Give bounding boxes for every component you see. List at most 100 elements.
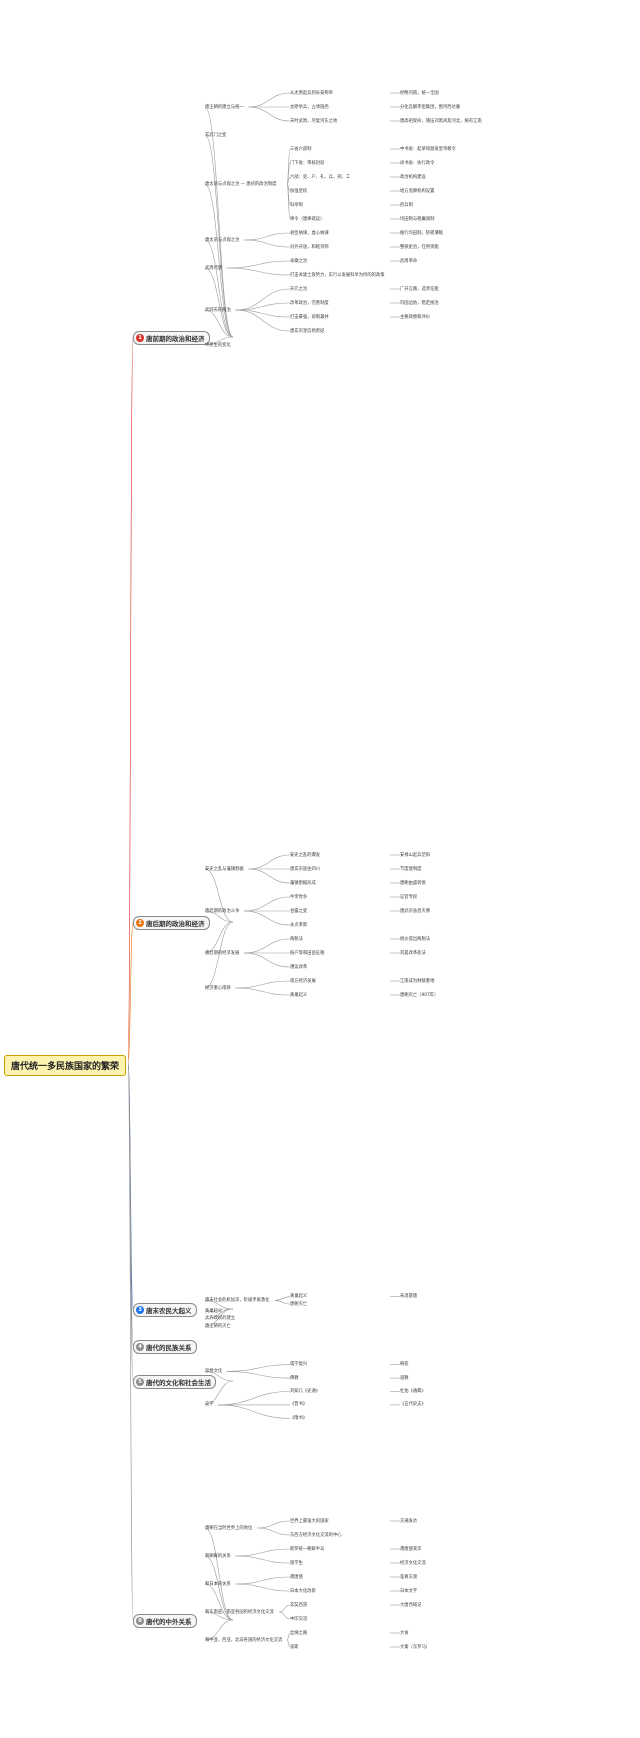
topic-node[interactable]: 唐后期的经济发展	[205, 950, 240, 956]
subtopic-node[interactable]: 波斯	[290, 1644, 299, 1650]
subtopic-node[interactable]: 加强皇权	[290, 188, 308, 194]
subtopic-node[interactable]: 经略河南，统一全国	[400, 90, 439, 96]
subtopic-node[interactable]: 府兵制	[400, 202, 413, 208]
subtopic-node[interactable]: 中书省：起草和颁发皇帝敕令	[400, 146, 456, 152]
subtopic-node[interactable]: 刘晏改革盐法	[400, 950, 426, 956]
subtopic-node[interactable]: 韩愈	[400, 1362, 409, 1368]
subtopic-node[interactable]: 朱温篡唐	[400, 1294, 418, 1300]
subtopic-node[interactable]: 《晋书》	[290, 1402, 308, 1408]
topic-node[interactable]: 武周代唐	[205, 265, 223, 271]
subtopic-node[interactable]: 《隋书》	[290, 1415, 308, 1421]
subtopic-node[interactable]: 宦官专权	[400, 894, 418, 900]
subtopic-node[interactable]: 大秦（东罗马）	[400, 1644, 431, 1650]
subtopic-node[interactable]: 刘知几《史通》	[290, 1389, 321, 1394]
subtopic-node[interactable]: 均田制与租庸调制	[400, 216, 435, 222]
topic-node[interactable]: 唐太宗与贞观之治 — 唐初的政治制度	[205, 181, 277, 187]
subtopic-node[interactable]: 大食	[400, 1630, 409, 1636]
subtopic-node[interactable]: 巩固边防，稳定统治	[400, 300, 439, 306]
subtopic-node[interactable]: 广开言路，选贤任能	[400, 286, 439, 292]
subtopic-node[interactable]: 打击关陇士族势力，实行以发展科举为目的的政策	[290, 272, 385, 278]
subtopic-node[interactable]: 地方监察机构设置	[400, 188, 435, 194]
topic-node[interactable]: 安史之乱与藩镇割据	[205, 866, 244, 872]
subtopic-node[interactable]: 两税法	[290, 936, 303, 942]
topic-node[interactable]: 武则天的统治	[205, 307, 231, 313]
subtopic-node[interactable]: 打击豪强，抑制兼并	[290, 314, 329, 320]
subtopic-node[interactable]: 漕运改革	[290, 964, 308, 970]
topic-node[interactable]: 史学	[205, 1402, 214, 1408]
topic-node[interactable]: 唐朝在当时世界上的地位	[205, 1525, 253, 1531]
subtopic-node[interactable]: 东西方经济文化交流的中心	[290, 1532, 342, 1538]
subtopic-node[interactable]: 六部：吏、户、礼、兵、刑、工	[290, 174, 351, 180]
subtopic-node[interactable]: 丝绸之路	[290, 1630, 308, 1636]
subtopic-node[interactable]: 日本文字	[400, 1588, 418, 1594]
subtopic-node[interactable]: 牛李党争	[290, 894, 308, 900]
topic-node[interactable]: 唐太宗与贞观之治	[205, 237, 240, 243]
subtopic-node[interactable]: 对外开放，和睦邻邦	[290, 244, 329, 250]
subtopic-node[interactable]: 武周革命	[400, 258, 418, 264]
subtopic-node[interactable]: 安禄山起兵范阳	[400, 852, 431, 858]
subtopic-node[interactable]: 南方经济发展	[290, 978, 316, 984]
subtopic-node[interactable]: 藩镇割据形成	[290, 880, 316, 886]
topic-node[interactable]: 唐王朝的灭亡	[205, 1323, 231, 1329]
subtopic-node[interactable]: 太原举兵，占领陇西	[290, 104, 329, 110]
subtopic-node[interactable]: 永徽之治	[290, 258, 308, 264]
topic-node[interactable]: 经济重心南移	[205, 985, 231, 991]
subtopic-node[interactable]: 分化瓦解李密集团，围河西达嘉	[400, 104, 461, 110]
subtopic-node[interactable]: 尚书省：执行政令	[400, 160, 435, 166]
subtopic-node[interactable]: 三省六部制	[290, 146, 312, 152]
subtopic-node[interactable]: 中印交流	[290, 1616, 308, 1622]
subtopic-node[interactable]: 政治机构建设	[400, 174, 426, 180]
subtopic-node[interactable]: 天时武周，尽复河东之地	[290, 118, 338, 124]
subtopic-node[interactable]: 唐高祖受命，镇压刘黑闼及河北，统有江南	[400, 118, 482, 124]
subtopic-node[interactable]: 科举制	[290, 202, 303, 208]
subtopic-node[interactable]: 佛教	[290, 1375, 299, 1381]
subtopic-node[interactable]: 从太原起兵到长安称帝	[290, 90, 333, 96]
subtopic-node[interactable]: 整顿吏治，任用贤能	[400, 244, 439, 250]
subtopic-node[interactable]: 经济文化交流	[400, 1560, 426, 1566]
subtopic-node[interactable]: 改革政治，完善制度	[290, 300, 329, 306]
subtopic-node[interactable]: 门下省：审核封驳	[290, 160, 325, 166]
subtopic-node[interactable]: 大唐西域记	[400, 1602, 422, 1608]
topic-node[interactable]: 和日本的关系	[205, 1581, 231, 1587]
subtopic-node[interactable]: 道教	[400, 1375, 409, 1381]
subtopic-node[interactable]: 按户等和田亩征税	[290, 950, 325, 956]
subtopic-node[interactable]: 遣唐使来华	[400, 1546, 422, 1552]
subtopic-node[interactable]: 鉴真东渡	[400, 1574, 418, 1580]
subtopic-node[interactable]: 开元之治	[290, 286, 308, 292]
topic-node[interactable]: 和朝鲜的关系	[205, 1553, 231, 1559]
subtopic-node[interactable]: 永贞革新	[290, 922, 308, 928]
subtopic-node[interactable]: 杨炎提出两税法	[400, 936, 431, 942]
subtopic-node[interactable]: 唐朝灭亡（907年）	[400, 992, 439, 998]
subtopic-node[interactable]: 黄巢起义	[290, 992, 308, 998]
topic-node[interactable]: 唐末社会危机加深，阶级矛盾激化	[205, 1297, 270, 1303]
topic-node[interactable]: 思想文化	[205, 1368, 223, 1374]
topic-node[interactable]: 大齐政权的建立	[205, 1316, 236, 1322]
topic-node[interactable]: 唐后期的政治斗争	[205, 908, 240, 914]
topic-node[interactable]: 中原生的变化	[205, 342, 231, 348]
root-topic[interactable]: 唐代统一多民族国家的繁荣	[4, 1055, 127, 1076]
subtopic-node[interactable]: 《五代史志》	[400, 1402, 426, 1408]
subtopic-node[interactable]: 黄巢起义	[290, 1294, 308, 1300]
subtopic-node[interactable]: 遣唐使	[290, 1574, 303, 1580]
topic-node[interactable]: 黄巢起义	[205, 1309, 223, 1314]
subtopic-node[interactable]: 唐玄宗宠信杨贵妃	[290, 328, 325, 334]
subtopic-node[interactable]: 新罗统一朝鲜半岛	[290, 1546, 325, 1552]
subtopic-node[interactable]: 杜佑《通典》	[400, 1389, 426, 1394]
subtopic-node[interactable]: 唐朝灭亡	[290, 1301, 308, 1307]
topic-node[interactable]: 和东南亚、南亚各国的经济文化交流	[205, 1609, 274, 1615]
subtopic-node[interactable]: 甘露之变	[290, 908, 308, 914]
subtopic-node[interactable]: 推行均田制，轻徭薄赋	[400, 230, 443, 236]
subtopic-node[interactable]: 唐武宗会昌灭佛	[400, 908, 431, 914]
subtopic-node[interactable]: 玄奘西游	[290, 1602, 308, 1608]
subtopic-node[interactable]: 律令（唐律疏议）	[290, 216, 325, 222]
subtopic-node[interactable]: 唐玄宗逃往四川	[290, 866, 321, 872]
subtopic-node[interactable]: 留学生	[290, 1560, 303, 1566]
subtopic-node[interactable]: 唐朝由盛转衰	[400, 880, 426, 886]
subtopic-node[interactable]: 儒学复兴	[290, 1362, 308, 1368]
subtopic-node[interactable]: 安史之乱的爆发	[290, 852, 321, 858]
topic-node[interactable]: 和中亚、西亚、北非各国的经济文化交流	[205, 1637, 283, 1643]
